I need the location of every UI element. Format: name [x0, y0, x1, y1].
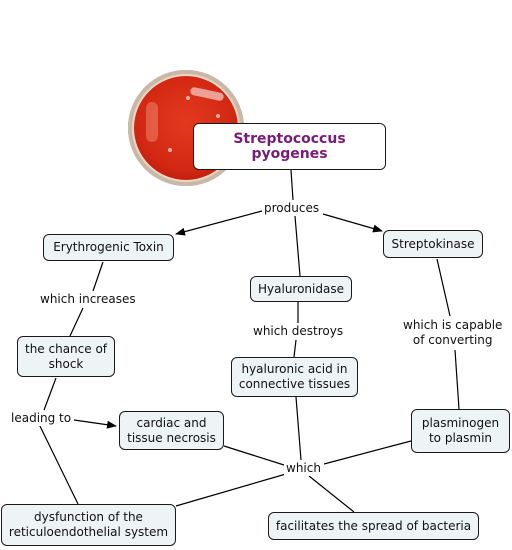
- node-dysfunction-reticuloendothelial: dysfunction of the reticuloendothelial s…: [1, 504, 176, 546]
- streptokinase-text: Streptokinase: [391, 236, 475, 251]
- node-streptokinase: Streptokinase: [383, 230, 483, 258]
- dysfunction-line2: reticuloendothelial system: [8, 525, 169, 539]
- facilitates-text: facilitates the spread of bacteria: [275, 518, 472, 533]
- line-increases-shock: [69, 307, 84, 337]
- cardiac-line1: cardiac and: [136, 415, 207, 430]
- line-hyaluronic-which: [295, 396, 302, 461]
- label-leading-to: leading to: [9, 411, 74, 426]
- line-capable-plasminogen: [454, 349, 460, 410]
- label-which-is-capable: which is capable of converting: [401, 318, 505, 348]
- capable-line1: which is capable: [403, 318, 503, 332]
- arrow-produces-erythrogenic: [175, 210, 263, 236]
- line-which-facilitates: [308, 475, 355, 513]
- plasminogen-line1: plasminogen: [421, 416, 500, 430]
- line-plasminogen-which: [323, 440, 412, 465]
- line-erythrogenic-increases: [92, 261, 104, 292]
- title-text: Streptococcus pyogenes: [233, 130, 346, 162]
- node-chance-of-shock: the chance of shock: [17, 336, 115, 377]
- line-which-dysfunction: [175, 473, 287, 507]
- label-produces: produces: [262, 201, 322, 216]
- line-title-produces: [290, 169, 294, 201]
- node-facilitates-spread: facilitates the spread of bacteria: [268, 512, 479, 540]
- cardiac-line2: tissue necrosis: [127, 430, 216, 445]
- node-hyaluronic-acid: hyaluronic acid in connective tissues: [231, 357, 358, 397]
- dysfunction-line1: dysfunction of the: [34, 510, 143, 524]
- plasminogen-line2: to plasmin: [428, 431, 493, 445]
- line-streptokinase-capable: [436, 258, 451, 317]
- node-cardiac-tissue-necrosis: cardiac and tissue necrosis: [119, 411, 224, 450]
- node-erythrogenic-toxin: Erythrogenic Toxin: [43, 234, 174, 261]
- node-plasminogen-to-plasmin: plasminogen to plasmin: [411, 409, 510, 453]
- hyaluronic-line1: hyaluronic acid in: [241, 362, 348, 376]
- hyaluronidase-text: Hyaluronidase: [258, 281, 344, 296]
- line-produces-hyaluronidase: [294, 215, 301, 277]
- line-cardiac-which: [223, 445, 285, 466]
- erythrogenic-text: Erythrogenic Toxin: [53, 240, 164, 254]
- label-which-increases: which increases: [38, 292, 138, 307]
- shock-line2: shock: [48, 356, 84, 371]
- label-which: which: [284, 461, 323, 476]
- line-destroys-hyaluronic: [293, 339, 297, 358]
- node-hyaluronidase: Hyaluronidase: [250, 276, 352, 302]
- arrow-produces-streptokinase: [322, 213, 383, 233]
- line-shock-dysfunction: [37, 421, 79, 505]
- node-streptococcus-pyogenes: Streptococcus pyogenes: [193, 123, 386, 170]
- arrow-leading-cardiac: [73, 419, 117, 429]
- label-which-destroys: which destroys: [251, 324, 346, 339]
- shock-line1: the chance of: [24, 341, 108, 356]
- line-shock-leading: [43, 377, 57, 411]
- hyaluronic-line2: connective tissues: [238, 377, 351, 391]
- capable-line2: of converting: [412, 333, 493, 347]
